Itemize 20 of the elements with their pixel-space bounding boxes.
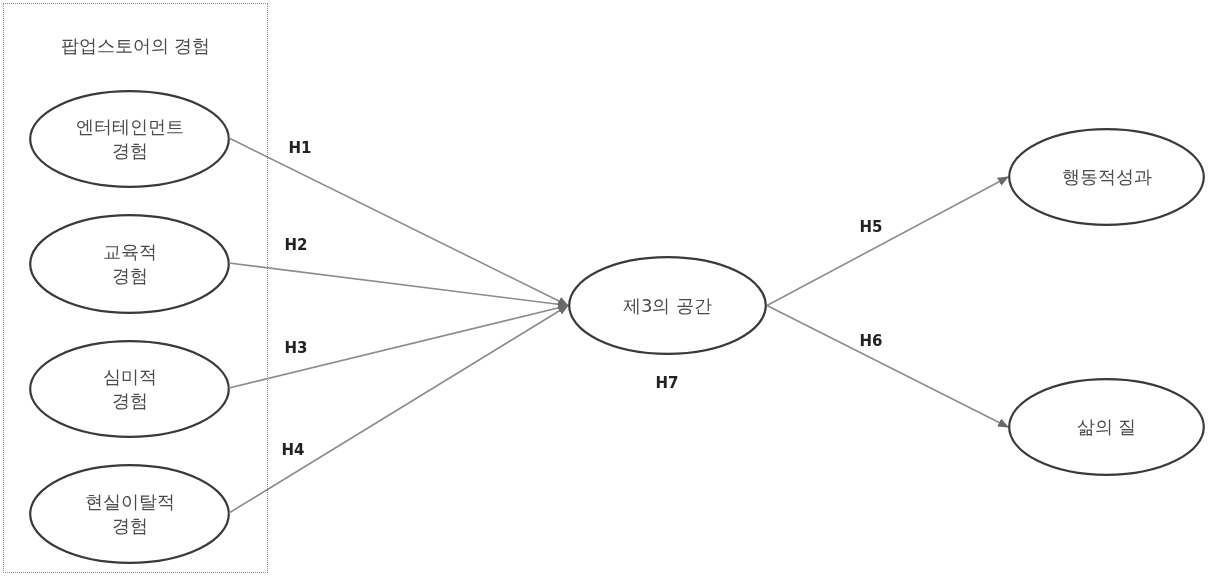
construct-ellipse: [29, 214, 230, 314]
group-frame: [3, 3, 268, 573]
node-label: 교육적 경험: [102, 240, 157, 288]
arrow: [766, 176, 1009, 307]
construct-ellipse: [29, 340, 230, 438]
node-label: 엔터테인먼트 경험: [75, 115, 184, 163]
node-label: 제3의 공간: [622, 293, 713, 318]
construct-ellipse: [1008, 128, 1205, 226]
arrow: [228, 304, 569, 514]
arrow: [766, 304, 1009, 428]
construct-ellipse: [29, 90, 230, 188]
node-label: 행동적성과: [1061, 165, 1152, 189]
construct-ellipse: [1008, 378, 1205, 476]
node-label: 현실이탈적 경험: [84, 490, 175, 538]
arrow: [228, 137, 569, 307]
construct-ellipse: [568, 256, 767, 355]
group-heading: 팝업스토어의 경험: [60, 34, 211, 58]
construct-ellipse: [29, 464, 230, 564]
node-label: 심미적 경험: [102, 365, 157, 413]
node-label: 삶의 질: [1076, 415, 1137, 439]
